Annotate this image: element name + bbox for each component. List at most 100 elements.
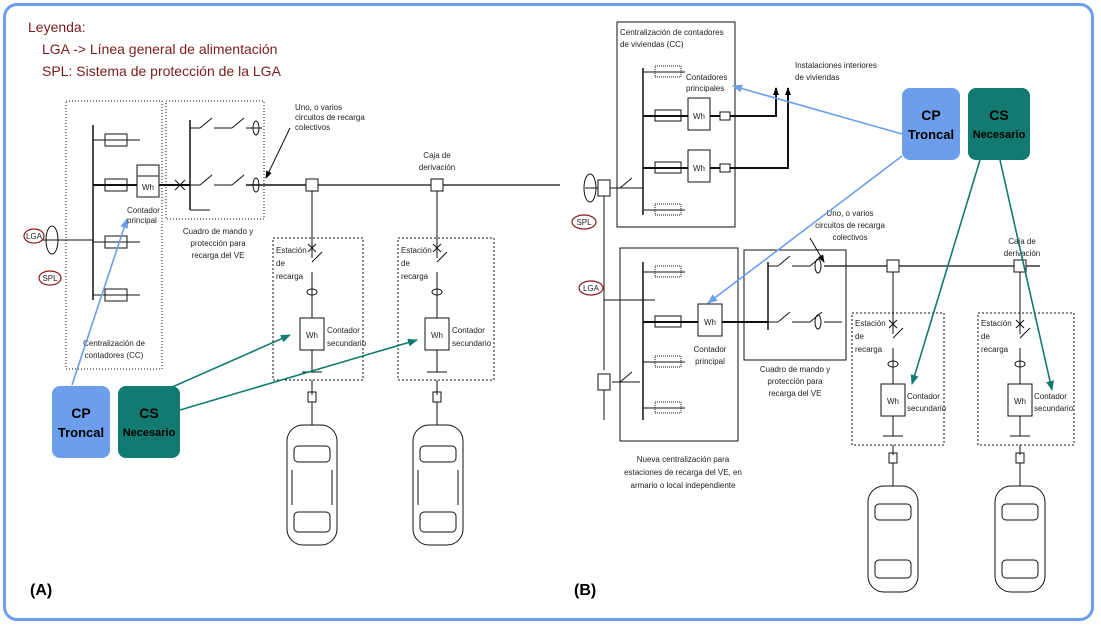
circuitos-b-1: Uno, o varios xyxy=(826,209,873,218)
cc-viviendas-b-2: de viviendas (CC) xyxy=(620,40,684,49)
caja-b-2: derivación xyxy=(1004,249,1040,258)
labels: LGA SPL Wh Contador principal Centraliza… xyxy=(23,28,1074,490)
cp-troncal-box-a: CP Troncal xyxy=(52,386,110,458)
spl-tag-b: SPL xyxy=(576,218,592,227)
junction-box-1-a xyxy=(305,178,319,192)
estacion-a2-2: de xyxy=(401,259,410,268)
car-2-a xyxy=(412,424,464,546)
estacion-a1-2: de xyxy=(276,259,285,268)
arrow-cp-b2 xyxy=(707,155,903,304)
arrow-cs-b1 xyxy=(910,159,981,385)
cuadro-b-2: protección para xyxy=(767,377,823,386)
cuadro-a-1: Cuadro de mando y xyxy=(183,227,253,236)
cp-troncal-box-b: CP Troncal xyxy=(902,88,960,160)
cs-necesario-box-b: CS Necesario xyxy=(968,88,1030,160)
meter-b2: Wh xyxy=(1014,397,1026,406)
meter-label-a: Wh xyxy=(142,183,154,192)
cc-viviendas-b-1: Centralización de contadores xyxy=(620,28,724,37)
meter-a2: Wh xyxy=(431,331,443,340)
contador-secundario-b2-1: Contador xyxy=(1034,392,1067,401)
circuitos-b-2: circuitos de recarga xyxy=(815,221,885,230)
estacion-a1-3: recarga xyxy=(276,272,304,281)
cs-necesario-box-a: CS Necesario xyxy=(118,386,180,458)
station-1-b xyxy=(851,312,945,446)
estacion-b2-1: Estación xyxy=(981,319,1012,328)
contador-secundario-a2-2: secundario xyxy=(452,339,492,348)
arrow-cs-a1 xyxy=(169,334,291,389)
meter-b1: Wh xyxy=(887,397,899,406)
cp-box-a-line2: Troncal xyxy=(57,424,105,440)
estacion-a1-1: Estación xyxy=(276,246,307,255)
car-1-b xyxy=(867,485,919,593)
instalaciones-b-1: Instalaciones interiores xyxy=(795,61,877,70)
nueva-b-3: armario o local independiente xyxy=(631,481,737,490)
station-1-a xyxy=(272,237,364,381)
caja-b-1: Caja de xyxy=(1008,237,1036,246)
estacion-b1-2: de xyxy=(855,332,864,341)
circuitos-a-3: colectivos xyxy=(295,123,330,132)
cp-box-b-line2: Troncal xyxy=(907,126,955,142)
panel-a xyxy=(40,100,560,546)
estacion-a2-3: recarga xyxy=(401,272,429,281)
junction-box-2-a xyxy=(430,178,444,192)
contador-principal-b-2: principal xyxy=(695,357,725,366)
meter-a1: Wh xyxy=(306,331,318,340)
circuitos-a-1: Uno, o varios xyxy=(295,103,342,112)
estacion-b2-2: de xyxy=(981,332,990,341)
contadores-principales-b-2: principales xyxy=(686,84,724,93)
car-2-b xyxy=(994,485,1046,593)
nueva-b-1: Nueva centralización para xyxy=(637,455,730,464)
spl-tag-a: SPL xyxy=(42,274,58,283)
cuadro-a-2: protección para xyxy=(190,239,246,248)
cp-box-a-line1: CP xyxy=(71,404,91,421)
centralizacion-a-1: Centralización de xyxy=(83,339,145,348)
arrow-cp-a xyxy=(71,218,128,386)
spl-coil-a xyxy=(45,225,59,255)
estacion-a2-1: Estación xyxy=(401,246,432,255)
nueva-b-2: estaciones de recarga del VE, en xyxy=(624,468,742,477)
contador-secundario-b1-1: Contador xyxy=(907,392,940,401)
cuadro-b-3: recarga del VE xyxy=(769,389,822,398)
cuadro-enclosure-b xyxy=(743,249,847,361)
panel-a-label: (A) xyxy=(30,582,53,599)
contador-secundario-b1-2: secundario xyxy=(907,404,947,413)
meter-box-a xyxy=(136,164,160,198)
station-2-b xyxy=(977,312,1075,446)
cs-box-a-line1: CS xyxy=(139,405,159,421)
branch-rows-a xyxy=(93,133,140,302)
contador-secundario-b2-2: secundario xyxy=(1034,404,1074,413)
caja-a-2: derivación xyxy=(419,163,455,172)
legend-lga: LGA -> Línea general de alimentación xyxy=(42,41,278,57)
annotation-arrows xyxy=(71,84,1054,411)
contador-principal-a-1: Contador xyxy=(127,206,160,215)
circuitos-b-3: colectivos xyxy=(832,233,867,242)
cuadro-a-3: recarga del VE xyxy=(192,251,245,260)
cc-enclosure-a xyxy=(65,100,163,370)
contador-principal-b-1: Contador xyxy=(694,345,727,354)
figure-frame xyxy=(3,3,1094,621)
cc-viviendas-enclosure-b xyxy=(616,21,736,228)
contadores-principales-b-1: Contadores xyxy=(686,73,727,82)
nueva-centralizacion-enclosure-b xyxy=(619,247,739,442)
caja-a-1: Caja de xyxy=(423,151,451,160)
lga-tag-b: LGA xyxy=(583,284,600,293)
estacion-b1-3: recarga xyxy=(855,345,883,354)
estacion-b1-1: Estación xyxy=(855,319,886,328)
cuadro-enclosure-a xyxy=(165,100,265,220)
panel-b-label: (B) xyxy=(574,582,597,599)
arrow-cs-a2 xyxy=(179,338,418,411)
meter-b-v1: Wh xyxy=(693,112,705,121)
contador-secundario-a2-1: Contador xyxy=(452,326,485,335)
cuadro-b-1: Cuadro de mando y xyxy=(760,365,830,374)
cs-box-b-line1: CS xyxy=(989,107,1009,123)
legend-spl: SPL: Sistema de protección de la LGA xyxy=(42,63,281,79)
arrow-cp-b1 xyxy=(732,84,903,135)
meter-b-v2: Wh xyxy=(693,164,705,173)
contador-secundario-a1-1: Contador xyxy=(327,326,360,335)
panel-b xyxy=(583,21,1075,593)
contador-principal-a-2: principal xyxy=(127,216,157,225)
cs-box-a-line2: Necesario xyxy=(122,427,176,439)
contador-secundario-a1-2: secundario xyxy=(327,339,367,348)
instalaciones-b-2: de viviendas xyxy=(795,73,839,82)
